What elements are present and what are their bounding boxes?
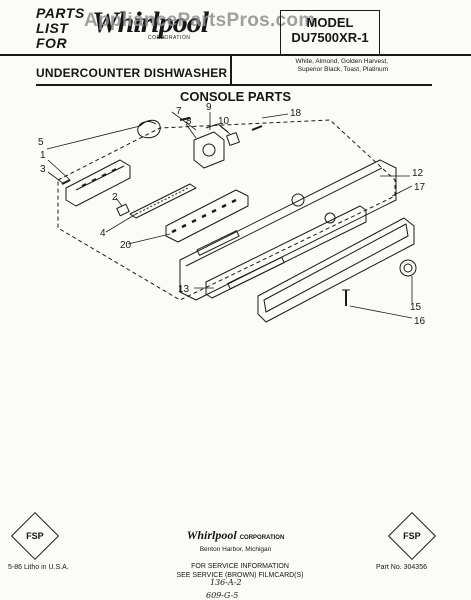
callout-7: 7 [176, 106, 182, 117]
footer-brand-corporation: CORPORATION [239, 535, 285, 541]
watermark: AppliancePartsPros.com [84, 10, 316, 31]
product-title: UNDERCOUNTER DISHWASHER [36, 66, 228, 80]
part-small-block [116, 203, 130, 217]
color-options-line: Superior Black, Toast, Platinum [297, 66, 388, 73]
parts-list-line: LIST [36, 20, 69, 36]
callout-8: 8 [186, 116, 192, 127]
part-inner-panel [205, 205, 367, 299]
callout-3: 3 [40, 164, 46, 175]
part-timer [193, 131, 225, 169]
callout-5: 5 [38, 137, 44, 148]
footer-city: Benton Harbor, Michigan [199, 546, 272, 553]
callout-10: 10 [218, 116, 230, 127]
part-console-frame [257, 217, 415, 323]
part-switch-housing [65, 159, 131, 207]
handwritten-note: 609-G-5 [206, 591, 239, 600]
part-contact-strip [129, 183, 197, 219]
color-options-line: White, Almond, Golden Harvest, [295, 58, 389, 65]
header-vertical-divider [230, 54, 232, 84]
model-box: MODEL DU7500XR-1 [280, 10, 380, 54]
color-options: White, Almond, Golden Harvest, Superior … [248, 58, 389, 74]
handwritten-note: 136-A-2 [210, 578, 242, 587]
assembly-outline [57, 119, 396, 301]
part-button-bank [165, 189, 249, 243]
callout-20: 20 [120, 240, 132, 251]
callout-4: 4 [100, 228, 106, 239]
part-wire-harness [137, 119, 161, 139]
product-divider [36, 84, 432, 86]
part-knob [399, 259, 417, 277]
callout-15: 15 [410, 302, 422, 313]
callout-1: 1 [40, 150, 46, 161]
section-title: CONSOLE PARTS [180, 89, 291, 104]
brand-logo: Whirlpool [92, 6, 209, 39]
footer-brand-name: Whirlpool [186, 528, 237, 542]
parts-list-line: PARTS [36, 5, 85, 21]
part-bracket [226, 132, 240, 146]
callout-9: 9 [206, 102, 212, 113]
part-console-panel [179, 159, 397, 301]
callout-16: 16 [414, 316, 426, 327]
service-info-line: SEE SERVICE (BROWN) FILMCARD(S) [176, 572, 304, 579]
model-number: DU7500XR-1 [291, 30, 369, 45]
parts-list-heading: PARTS LIST FOR [36, 6, 85, 51]
callout-2: 2 [112, 192, 118, 203]
parts-list-line: FOR [36, 35, 68, 51]
service-info-line: FOR SERVICE INFORMATION [191, 563, 289, 570]
callout-13: 13 [178, 284, 190, 295]
brand-corporation: CORPORATION [148, 35, 191, 41]
part-number: Part No. 304356 [376, 564, 427, 571]
footer-brand: Whirlpool CORPORATION [0, 528, 471, 543]
callout-18: 18 [290, 108, 302, 119]
litho-note: 5-86 Litho in U.S.A. [8, 564, 69, 571]
screw [251, 125, 263, 131]
model-label: MODEL [306, 15, 354, 30]
header-divider [0, 54, 471, 56]
callout-17: 17 [414, 182, 426, 193]
callout-12: 12 [412, 168, 424, 179]
